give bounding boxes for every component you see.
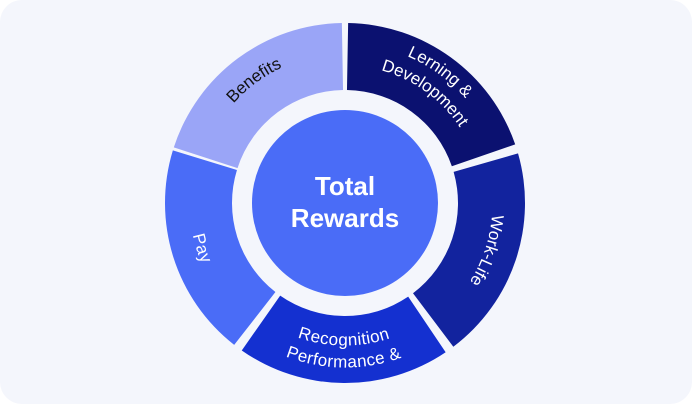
center-title-line1: Total (315, 171, 375, 201)
donut-segment-lerning-development[interactable] (346, 23, 516, 167)
donut-segment-performance-recognition[interactable] (241, 295, 446, 383)
donut-segments (164, 23, 525, 383)
donut-segment-benefits[interactable] (173, 23, 344, 169)
center-title-line2: Rewards (291, 203, 399, 233)
center-circle (252, 110, 438, 296)
donut-segment-pay[interactable] (164, 150, 276, 345)
donut-segment-work-life[interactable] (413, 153, 525, 347)
